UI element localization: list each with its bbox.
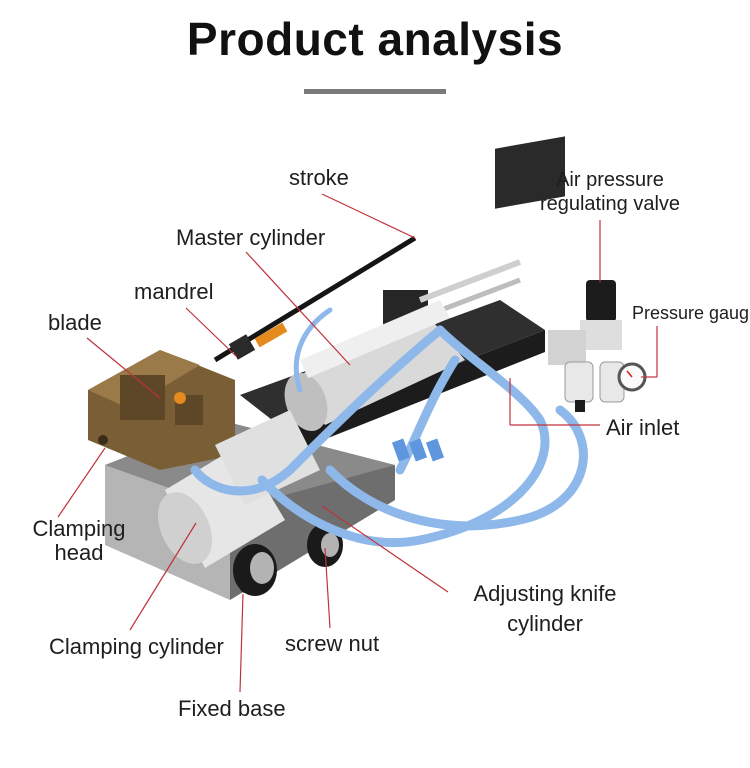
label-fixed-base: Fixed base bbox=[178, 696, 286, 721]
title-underline bbox=[304, 89, 446, 94]
label-pressure-gauge: Pressure gauge bbox=[632, 303, 750, 323]
leader-lines bbox=[57, 193, 658, 693]
label-blade: blade bbox=[48, 310, 102, 335]
label-clamping-head-line2: head bbox=[54, 540, 104, 565]
label-clamping-head-line1: Clamping bbox=[32, 516, 126, 541]
label-clamping-cylinder: Clamping cylinder bbox=[49, 634, 224, 659]
rear-frame bbox=[383, 136, 565, 332]
blue-fittings bbox=[391, 438, 445, 462]
label-screw-nut: screw nut bbox=[285, 631, 380, 656]
regulating-valve-unit bbox=[548, 280, 647, 412]
label-air-inlet: Air inlet bbox=[606, 415, 680, 440]
label-air-pressure-line2: regulating valve bbox=[539, 193, 681, 215]
screw-nut-knobs bbox=[233, 523, 343, 596]
clamping-head-block bbox=[88, 350, 235, 470]
label-adjusting-knife-line1: Adjusting knife bbox=[473, 581, 617, 606]
label-adjusting-knife-line2: cylinder bbox=[507, 611, 583, 636]
label-air-pressure-line1: Air pressure bbox=[556, 169, 664, 191]
label-stroke: stroke bbox=[289, 165, 349, 190]
label-master-cylinder: Master cylinder bbox=[176, 225, 326, 250]
orange-coupler bbox=[254, 322, 288, 348]
label-mandrel: mandrel bbox=[134, 279, 214, 304]
page-title: Product analysis bbox=[186, 13, 564, 65]
air-hoses bbox=[190, 307, 588, 548]
